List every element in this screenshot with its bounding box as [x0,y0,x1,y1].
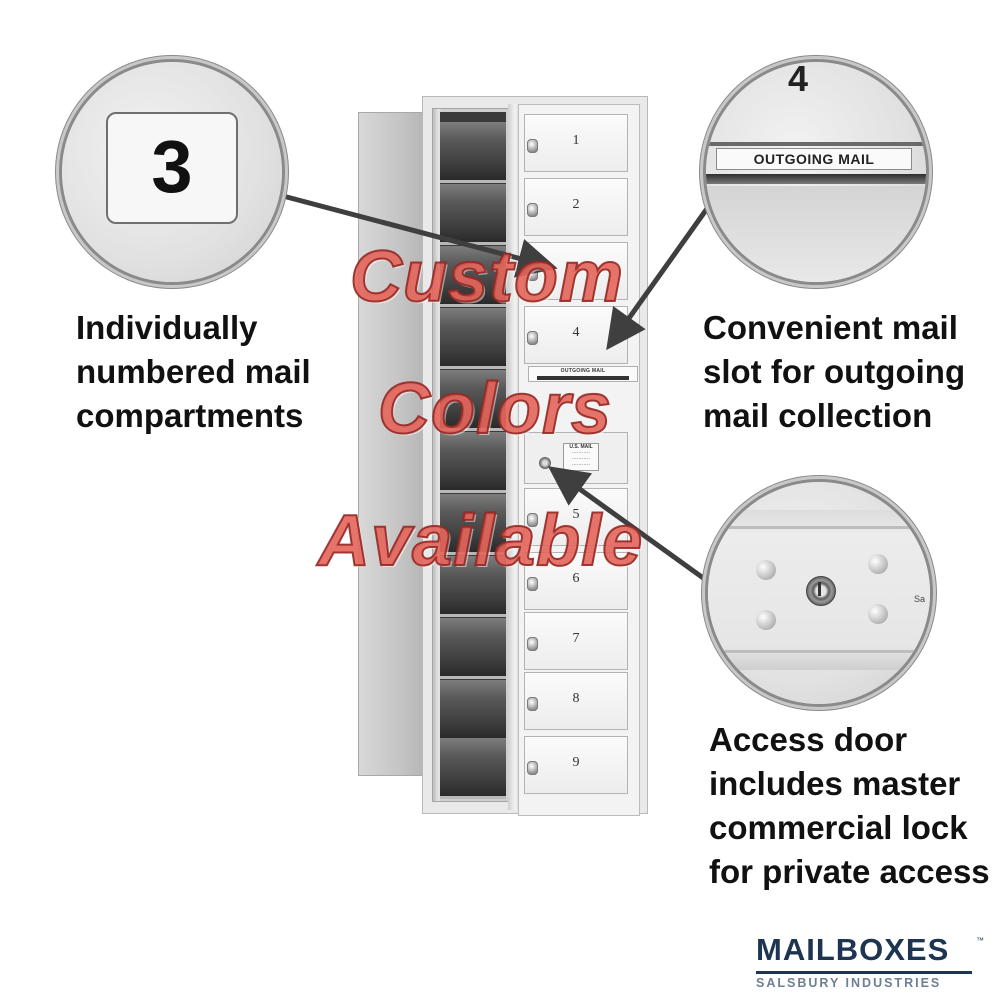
lock-icon [527,139,538,153]
mailbox-side-panel [358,112,430,776]
access-door: U.S. MAIL ··········· ··········· ······… [524,432,628,484]
plate-fragment: Sa [914,594,926,604]
us-mail-plate-line: ··········· [571,456,591,462]
outgoing-label-plate: OUTGOING MAIL [716,148,912,170]
arrow-to-outgoing-slot [606,194,719,351]
lock-icon [527,637,538,651]
arrow-to-compartment-number [282,193,558,278]
interior-shelf [440,494,506,555]
interior-shelf [440,556,506,617]
watermark-line-available: Available [317,500,644,582]
zoom-circle-outgoing: 4 OUTGOING MAIL [706,62,926,282]
compartment-door: 7 [524,612,628,670]
compartment-number: 6 [572,571,580,586]
lock-icon [527,203,538,217]
callout-line: slot for outgoing [703,353,966,390]
rivet-icon [868,604,888,624]
callout-line: includes master [709,765,961,802]
logo-subtitle: SALSBURY INDUSTRIES [756,976,942,990]
compartment-door: 2 [524,178,628,236]
interior-shelf [440,122,506,183]
mail-slit [537,376,629,380]
compartment-door: 9 [524,736,628,794]
callout-line: Individually [76,309,258,346]
slot-edge [706,142,926,146]
compartment-door: 5 [524,488,628,546]
keyhole [818,582,821,596]
outgoing-mail-label: OUTGOING MAIL [560,368,606,374]
watermark-line-custom: Custom [349,236,624,318]
arrow-to-access-lock [547,466,708,583]
rivet-icon [868,554,888,574]
interior-shelf [440,184,506,245]
callout-line: compartments [76,397,304,434]
zoom-outgoing-label: OUTGOING MAIL [753,151,875,167]
master-lock-icon [539,457,551,469]
mail-slit [706,174,926,184]
compartment-number: 7 [572,631,580,646]
compartment-number: 9 [572,755,580,770]
number-plate: 3 [106,112,238,224]
callout-numbered-compartments: Individually numbered mail compartments [76,306,311,438]
lock-icon [527,513,538,527]
us-mail-plate-line: ··········· [571,462,591,468]
callout-line: for private access [709,853,990,890]
compartment-door: 8 [524,672,628,730]
us-mail-plate-line: ··········· [571,450,591,456]
lock-icon [527,331,538,345]
compartment-door: 6 [524,552,628,610]
interior-shelf [440,738,506,799]
interior-shelf [440,370,506,431]
compartment-door: 1 [524,114,628,172]
compartment-number: 2 [572,197,580,212]
master-lock-icon [806,576,836,606]
callout-line: numbered mail [76,353,311,390]
lock-icon [527,697,538,711]
logo-divider [756,971,972,974]
logo-wordmark: MAILBOXES [756,932,950,967]
lock-icon [527,761,538,775]
compartment-number: 5 [572,507,580,522]
door-surface [706,186,926,282]
interior-shelf [440,308,506,369]
callout-line: mail collection [703,397,933,434]
watermark-line-colors: Colors [377,368,613,450]
compartment-number: 8 [572,691,580,706]
us-mail-plate-title: U.S. MAIL [569,444,593,450]
zoom-circle-access-lock: Sa [708,482,930,704]
door-edge [708,650,930,653]
callout-outgoing-slot: Convenient mail slot for outgoing mail c… [703,306,965,438]
rivet-icon [756,560,776,580]
callout-line: Convenient mail [703,309,958,346]
callout-line: commercial lock [709,809,968,846]
compartment-number: 1 [572,133,580,148]
trademark-symbol: ™ [976,936,984,945]
door-edge [708,526,930,529]
interior-shelf [440,432,506,493]
lock-icon [527,577,538,591]
rivet-icon [756,610,776,630]
callout-access-door: Access door includes master commercial l… [709,718,990,894]
interior-shelf [440,618,506,679]
callout-line: Access door [709,721,908,758]
zoom-circle-numbered: 3 [62,62,282,282]
zoom-number-top: 4 [788,62,809,99]
outgoing-mail-slot: OUTGOING MAIL [528,366,638,382]
interior-shelf [440,246,506,307]
compartment-number: 4 [572,325,580,340]
zoom-number: 3 [151,125,193,208]
compartment-number: 3 [572,261,580,276]
